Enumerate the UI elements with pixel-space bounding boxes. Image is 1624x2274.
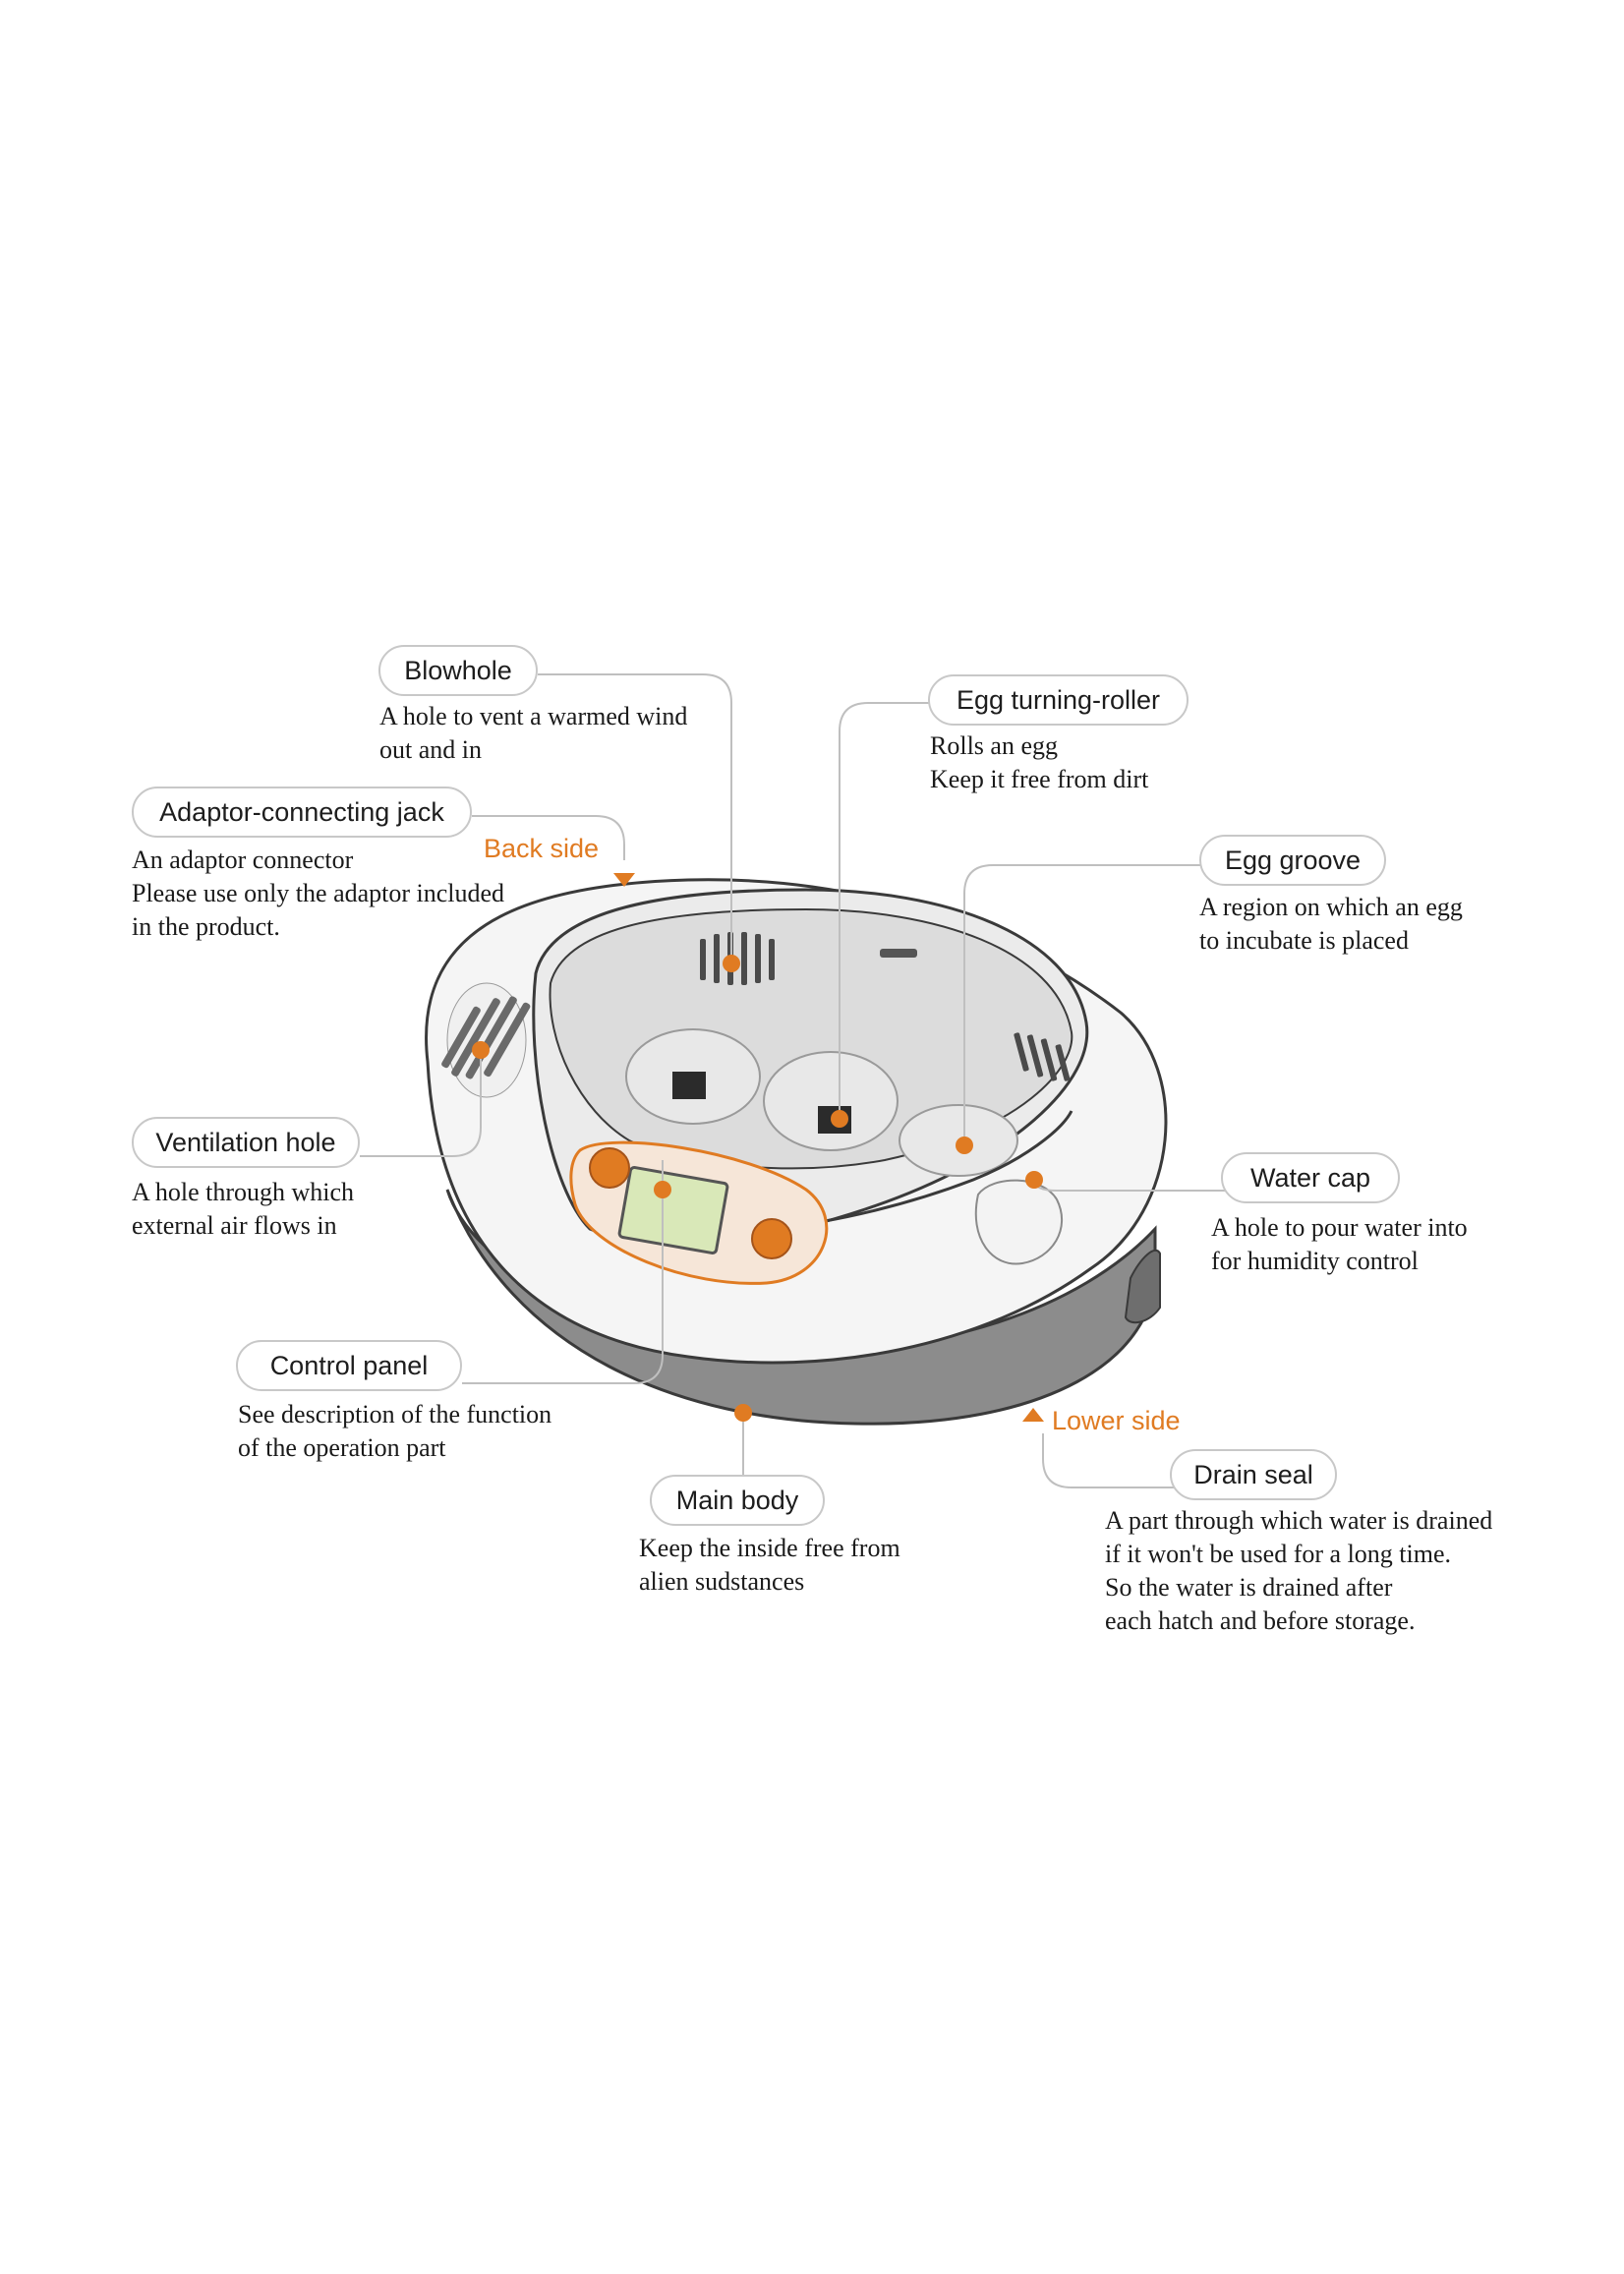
callout-control-panel-label: Control panel (236, 1340, 462, 1391)
desc-line: for humidity control (1211, 1247, 1419, 1275)
desc-line: Keep the inside free from (639, 1534, 900, 1562)
right-inner-vents (1014, 1032, 1071, 1081)
ok-button-shape (751, 1218, 792, 1259)
lcd-screen (617, 1165, 729, 1255)
desc-line: A hole through which (132, 1178, 355, 1206)
callout-water-cap-desc: A hole to pour water into for humidity c… (1211, 1211, 1468, 1278)
marker-control-panel (654, 1181, 671, 1198)
desc-line: A region on which an egg (1199, 893, 1463, 921)
marker-blowhole (723, 955, 740, 972)
callout-main-body-desc: Keep the inside free from alien sudstanc… (639, 1532, 900, 1599)
callout-markers (472, 955, 1043, 1422)
desc-line: Keep it free from dirt (930, 765, 1149, 793)
egg-groove-2 (763, 1051, 899, 1151)
marker-ventilation (472, 1041, 490, 1059)
marker-water-cap (1025, 1171, 1043, 1189)
desc-line: each hatch and before storage. (1105, 1606, 1416, 1635)
triangle-down-icon (613, 873, 635, 887)
desc-line: if it won't be used for a long time. (1105, 1540, 1452, 1568)
egg-roller-1 (672, 1072, 706, 1099)
desc-line: to incubate is placed (1199, 926, 1409, 955)
back-slit (880, 949, 917, 958)
leader-lines (360, 673, 1231, 1488)
desc-line: alien sudstances (639, 1567, 805, 1596)
desc-line: An adaptor connector (132, 845, 354, 874)
desc-line: A hole to pour water into (1211, 1213, 1468, 1242)
desc-line: of the operation part (238, 1433, 446, 1462)
callout-egg-groove-desc: A region on which an egg to incubate is … (1199, 891, 1463, 958)
desc-line: out and in (379, 735, 482, 764)
desc-line: A part through which water is drained (1105, 1506, 1493, 1535)
desc-line: Rolls an egg (930, 731, 1058, 760)
callout-blowhole-desc: A hole to vent a warmed wind out and in (379, 700, 687, 767)
desc-line: So the water is drained after (1105, 1573, 1393, 1602)
desc-line: A hole to vent a warmed wind (379, 702, 688, 730)
triangle-up-icon (1022, 1408, 1044, 1422)
marker-egg-roller (831, 1110, 848, 1128)
callout-main-body-label: Main body (650, 1475, 825, 1526)
callout-blowhole-label: Blowhole (378, 645, 538, 696)
callout-control-panel-desc: See description of the function of the o… (238, 1398, 551, 1465)
drain-recess (1124, 1249, 1161, 1324)
callout-egg-roller-desc: Rolls an egg Keep it free from dirt (930, 729, 1148, 796)
callout-water-cap-label: Water cap (1221, 1152, 1400, 1203)
desc-line: external air flows in (132, 1211, 337, 1240)
desc-line: Please use only the adaptor included (132, 879, 505, 907)
callout-adaptor-jack-desc: An adaptor connector Please use only the… (132, 844, 504, 944)
desc-line: See description of the function (238, 1400, 552, 1429)
back-side-label: Back side (484, 834, 600, 863)
callout-drain-seal-label: Drain seal (1170, 1449, 1337, 1500)
callout-egg-groove-label: Egg groove (1199, 835, 1386, 886)
desc-line: in the product. (132, 912, 280, 941)
blowhole-vents (700, 932, 775, 985)
marker-egg-groove (956, 1137, 973, 1154)
water-cap-shape (974, 1179, 1063, 1265)
lower-side-label: Lower side (1052, 1406, 1181, 1435)
callout-ventilation-hole-desc: A hole through which external air flows … (132, 1176, 354, 1243)
callout-drain-seal-desc: A part through which water is drained if… (1105, 1504, 1492, 1638)
callout-ventilation-hole-label: Ventilation hole (132, 1117, 360, 1168)
callout-adaptor-jack-label: Adaptor-connecting jack (132, 787, 472, 838)
set-button-shape (589, 1147, 630, 1189)
callout-egg-roller-label: Egg turning-roller (928, 674, 1189, 726)
marker-main-body (734, 1404, 752, 1422)
